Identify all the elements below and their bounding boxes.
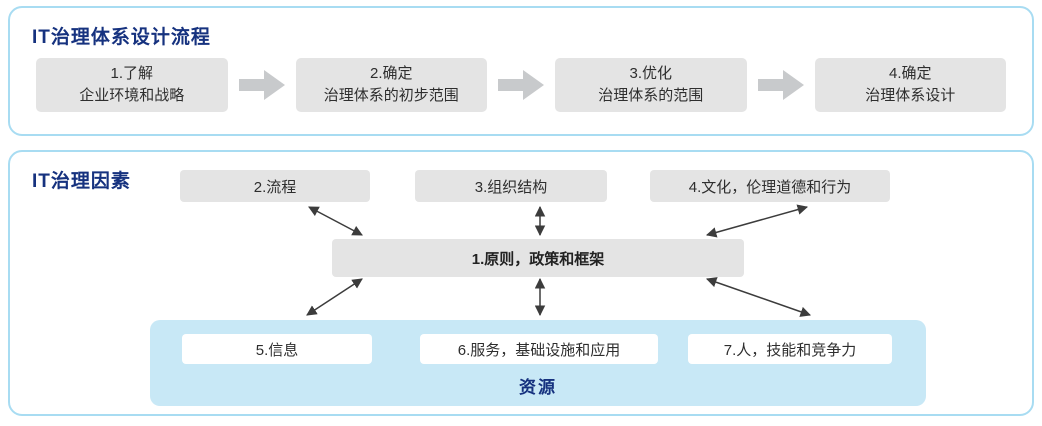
- process-panel-title: IT治理体系设计流程: [32, 27, 211, 48]
- resource-people-skills: 7.人，技能和竞争力: [688, 334, 892, 364]
- factor-principles-policies-label: 1.原则，政策和框架: [471, 250, 605, 268]
- process-step-2-line2: 治理体系的初步范围: [323, 87, 459, 104]
- resource-people-skills-label: 7.人，技能和竞争力: [723, 341, 857, 359]
- factors-panel: IT治理因素 2.流程 3.组织结构 4.文化，伦理道德和行为 1.原则，政策和…: [8, 150, 1034, 416]
- resources-title: 资源: [519, 378, 557, 397]
- process-step-3-line1: 3.优化: [629, 64, 672, 82]
- factor-culture-ethics-label: 4.文化，伦理道德和行为: [688, 178, 852, 196]
- resource-services-infrastructure: 6.服务，基础设施和应用: [420, 334, 658, 364]
- resource-services-infrastructure-label: 6.服务，基础设施和应用: [457, 341, 621, 359]
- factor-culture-ethics: 4.文化，伦理道德和行为: [650, 170, 890, 202]
- factor-process: 2.流程: [180, 170, 370, 202]
- process-steps-row: 1.了解 企业环境和战略 2.确定 治理体系的初步范围 3.优化 治理体系的范围: [36, 58, 1006, 112]
- arrow-right-icon: [498, 70, 544, 100]
- process-step-4: 4.确定 治理体系设计: [814, 58, 1006, 112]
- factor-org-structure-label: 3.组织结构: [474, 178, 548, 196]
- resources-container: 5.信息 6.服务，基础设施和应用 7.人，技能和竞争力 资源: [150, 320, 926, 406]
- process-step-4-line2: 治理体系设计: [865, 87, 956, 104]
- process-step-1-line1: 1.了解: [110, 64, 153, 82]
- arrow-right-icon: [238, 70, 285, 100]
- process-step-3-line2: 治理体系的范围: [598, 87, 704, 104]
- process-panel: IT治理体系设计流程 1.了解 企业环境和战略 2.确定 治理体系的初步范围 3…: [8, 6, 1034, 136]
- resource-information: 5.信息: [182, 334, 372, 364]
- factors-panel-title: IT治理因素: [32, 171, 131, 192]
- process-step-2: 2.确定 治理体系的初步范围: [295, 58, 487, 112]
- process-step-1: 1.了解 企业环境和战略: [36, 58, 228, 112]
- factor-process-label: 2.流程: [253, 178, 297, 196]
- process-step-2-line1: 2.确定: [369, 64, 413, 82]
- process-step-3: 3.优化 治理体系的范围: [555, 58, 747, 112]
- arrow-right-icon: [757, 70, 804, 100]
- process-step-1-line2: 企业环境和战略: [79, 87, 185, 104]
- process-step-4-line1: 4.确定: [888, 64, 932, 82]
- double-arrow-connectors: [306, 204, 811, 317]
- resource-information-label: 5.信息: [255, 341, 299, 359]
- factor-org-structure: 3.组织结构: [415, 170, 607, 202]
- factor-principles-policies: 1.原则，政策和框架: [332, 239, 744, 277]
